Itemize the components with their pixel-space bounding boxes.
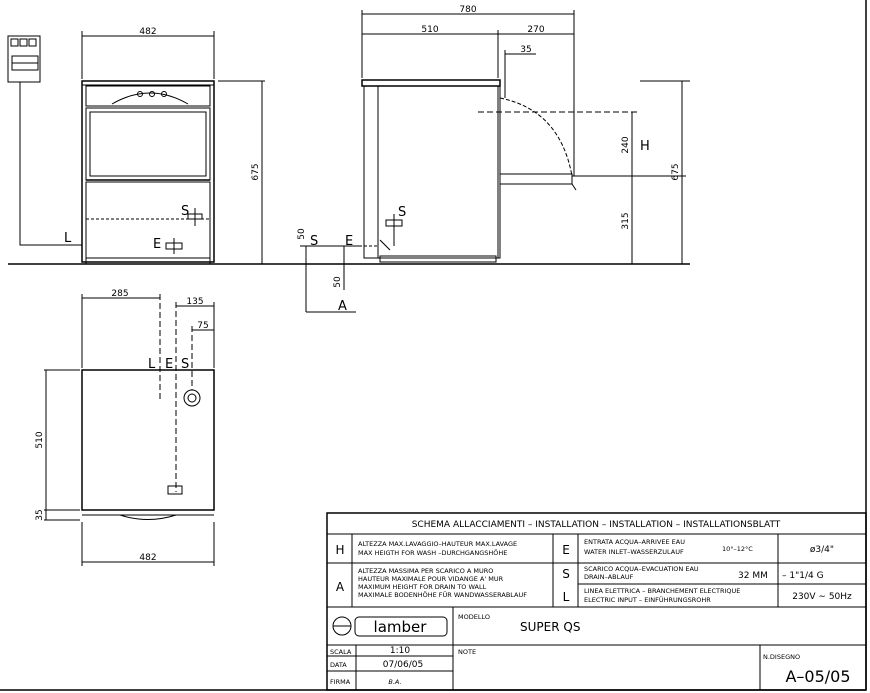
s-mm: 32 MM bbox=[738, 571, 768, 581]
modello-value: SUPER QS bbox=[520, 620, 580, 634]
front-label-s: S bbox=[181, 204, 189, 219]
front-width-dim: 482 bbox=[139, 27, 156, 37]
title-block bbox=[326, 512, 867, 691]
e-line2: WATER INLET–WASSERZULAUF bbox=[584, 548, 684, 556]
a-line4: MAXIMALE BODENHÖHE FÜR WANDWASSERABLAUF bbox=[358, 590, 527, 599]
side-view bbox=[300, 10, 690, 313]
side-dim-240: 240 bbox=[621, 136, 631, 153]
h-line1: ALTEZZA MAX.LAVAGGIO–HAUTEUR MAX.LAVAGE bbox=[358, 540, 517, 548]
brand-logo: lamber bbox=[374, 618, 428, 636]
front-height-dim: 675 bbox=[251, 163, 261, 180]
top-dim-75: 75 bbox=[197, 321, 208, 331]
code-l: L bbox=[563, 590, 570, 604]
code-s: S bbox=[562, 567, 570, 581]
e-temp: 10°–12°C bbox=[722, 545, 753, 553]
front-label-l: L bbox=[64, 231, 72, 246]
top-width-dim: 482 bbox=[139, 553, 156, 563]
firma-label: FIRMA bbox=[330, 678, 351, 686]
side-label-h: H bbox=[640, 139, 650, 154]
a-line2: HAUTEUR MAXIMALE POUR VIDANGE A' MUR bbox=[358, 575, 504, 583]
e-value: ø3/4" bbox=[810, 545, 834, 555]
side-dim-35: 35 bbox=[520, 45, 531, 55]
data-value: 07/06/05 bbox=[383, 660, 423, 670]
s-line1: SCARICO ACQUA–EVACUATION EAU bbox=[584, 565, 699, 573]
side-label-s: S bbox=[310, 234, 318, 249]
note-label: NOTE bbox=[458, 648, 476, 656]
code-a: A bbox=[336, 580, 345, 594]
l-value: 230V ∼ 50Hz bbox=[792, 592, 852, 602]
side-total-dim: 780 bbox=[459, 5, 476, 15]
front-label-e: E bbox=[153, 237, 161, 252]
side-dim-50-bottom: 50 bbox=[333, 276, 343, 288]
l-line1: LINEA ELETTRICA – BRANCHEMENT ELECTRIQUE bbox=[584, 587, 740, 595]
modello-label: MODELLO bbox=[458, 613, 490, 621]
top-label-l: L bbox=[148, 357, 156, 372]
a-line3: MAXIMUM HEIGHT FOR DRAIN TO WALL bbox=[358, 583, 487, 591]
data-label: DATA bbox=[330, 661, 347, 669]
top-label-e: E bbox=[165, 357, 173, 372]
side-dim-50-top: 50 bbox=[297, 228, 307, 240]
l-line2: ELECTRIC INPUT – EINFÜHRUNGSROHR bbox=[584, 595, 711, 604]
side-dim-315: 315 bbox=[621, 212, 631, 229]
s-line2: DRAIN–ABLAUF bbox=[584, 573, 634, 581]
h-line2: MAX HEIGTH FOR WASH –DURCHGANGSHÖHE bbox=[358, 548, 507, 557]
e-line1: ENTRATA ACQUA–ARRIVEE EAU bbox=[584, 538, 685, 546]
code-h: H bbox=[335, 543, 344, 557]
firma-value: B.A. bbox=[388, 678, 401, 686]
top-dim-510: 510 bbox=[35, 431, 45, 448]
top-view bbox=[44, 294, 215, 566]
disegno-label: N.DISEGNO bbox=[763, 653, 800, 661]
top-dim-35: 35 bbox=[35, 509, 45, 520]
front-view bbox=[7, 31, 265, 264]
side-dim-270: 270 bbox=[527, 25, 544, 35]
side-dim-510: 510 bbox=[421, 25, 438, 35]
side-label-e: E bbox=[345, 234, 353, 249]
disegno-value: A–05/05 bbox=[785, 667, 850, 686]
top-label-s: S bbox=[181, 357, 189, 372]
side-label-a: A bbox=[338, 299, 347, 314]
title-block-header: SCHEMA ALLACCIAMENTI – INSTALLATION – IN… bbox=[412, 520, 781, 530]
side-label-s-inner: S bbox=[398, 205, 406, 220]
side-height-dim: 675 bbox=[671, 163, 681, 180]
code-e: E bbox=[562, 543, 570, 557]
top-dim-285: 285 bbox=[111, 289, 128, 299]
s-value: – 1"1/4 G bbox=[782, 571, 824, 581]
scala-value: 1:10 bbox=[390, 646, 410, 656]
a-line1: ALTEZZA MASSIMA PER SCARICO A MURO bbox=[358, 567, 493, 575]
scala-label: SCALA bbox=[330, 648, 352, 656]
top-dim-135: 135 bbox=[186, 297, 203, 307]
